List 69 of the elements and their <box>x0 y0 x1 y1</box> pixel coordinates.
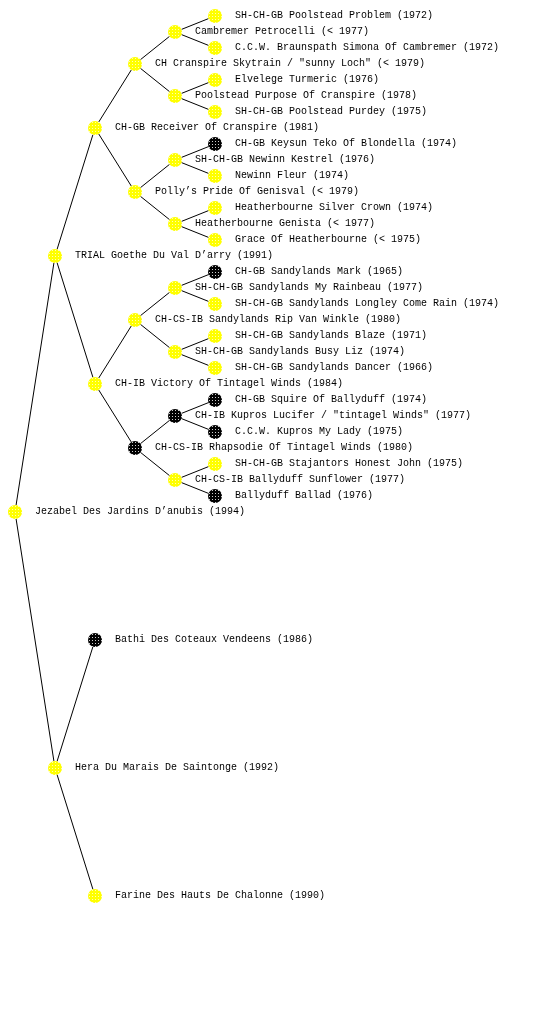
connector-line <box>98 69 132 123</box>
connector-line <box>181 34 209 46</box>
node-label: SH-CH-GB Sandylands Busy Liz (1974) <box>195 346 406 358</box>
node-label: C.C.W. Braunspath Simona Of Cambremer (1972) <box>235 42 500 54</box>
node-label: CH-GB Keysun Teko Of Blondella (1974) <box>235 138 458 150</box>
node-label: CH-CS-IB Sandylands Rip Van Winkle (1980) <box>155 314 402 326</box>
node-label: Ballyduff Ballad (1976) <box>235 490 374 502</box>
connector-line <box>139 35 171 61</box>
node-label: CH Cranspire Skytrain / "sunny Loch" (< 1979) <box>155 58 426 70</box>
connector-line <box>181 482 209 494</box>
connector-line <box>181 210 209 222</box>
node-label: Farine Des Hauts De Chalonne (1990) <box>115 890 326 902</box>
node-label: Cambremer Petrocelli (< 1977) <box>195 26 370 38</box>
connector-line <box>181 226 209 238</box>
node-label: Heatherbourne Silver Crown (1974) <box>235 202 434 214</box>
connector-line <box>139 419 171 445</box>
connector-line <box>139 195 171 221</box>
connector-line <box>56 262 94 378</box>
node-label: SH-CH-GB Sandylands My Rainbeau (1977) <box>195 282 424 294</box>
connector-line <box>56 774 94 890</box>
node-label: Hera Du Marais De Saintonge (1992) <box>75 762 280 774</box>
connector-line <box>56 646 94 762</box>
connector-line <box>98 133 132 187</box>
node-label: Jezabel Des Jardins D’anubis (1994) <box>35 506 246 518</box>
node-label: CH-GB Receiver Of Cranspire (1981) <box>115 122 320 134</box>
connector-line <box>139 451 171 477</box>
connector-line <box>181 418 209 430</box>
connector-line <box>181 146 209 158</box>
node-label: Poolstead Purpose Of Cranspire (1978) <box>195 90 418 102</box>
node-label: CH-CS-IB Ballyduff Sunflower (1977) <box>195 474 406 486</box>
node-label: CH-CS-IB Rhapsodie Of Tintagel Winds (1980) <box>155 442 414 454</box>
node-label: CH-GB Squire Of Ballyduff (1974) <box>235 394 428 406</box>
node-label: SH-CH-GB Sandylands Longley Come Rain (1974) <box>235 298 500 310</box>
connector-line <box>181 354 209 366</box>
node-label: SH-CH-GB Newinn Kestrel (1976) <box>195 154 376 166</box>
connector-line <box>98 325 132 379</box>
connector-line <box>139 67 171 93</box>
node-label: TRIAL Goethe Du Val D’arry (1991) <box>75 250 274 262</box>
connector-line <box>139 163 171 189</box>
connector-line <box>15 262 55 506</box>
node-label: Bathi Des Coteaux Vendeens (1986) <box>115 634 314 646</box>
connector-line <box>181 82 209 94</box>
node-label: Newinn Fleur (1974) <box>235 170 350 182</box>
node-label: Polly’s Pride Of Genisval (< 1979) <box>155 186 360 198</box>
node-label: SH-CH-GB Stajantors Honest John (1975) <box>235 458 464 470</box>
connector-line <box>181 18 209 30</box>
node-label: CH-IB Kupros Lucifer / "tintagel Winds" (1977) <box>195 410 472 422</box>
node-label: Grace Of Heatherbourne (< 1975) <box>235 234 422 246</box>
connector-line <box>98 389 132 443</box>
connector-line <box>181 466 209 478</box>
node-label: Elvelege Turmeric (1976) <box>235 74 380 86</box>
connector-line <box>181 162 209 174</box>
node-label: SH-CH-GB Poolstead Problem (1972) <box>235 10 434 22</box>
connector-line <box>181 98 209 110</box>
node-label: CH-IB Victory Of Tintagel Winds (1984) <box>115 378 344 390</box>
connector-line <box>181 274 209 286</box>
node-label: SH-CH-GB Sandylands Blaze (1971) <box>235 330 428 342</box>
connector-line <box>181 338 209 350</box>
node-label: SH-CH-GB Sandylands Dancer (1966) <box>235 362 434 374</box>
node-label: CH-GB Sandylands Mark (1965) <box>235 266 404 278</box>
node-label: SH-CH-GB Poolstead Purdey (1975) <box>235 106 428 118</box>
connector-line <box>15 518 55 762</box>
connector-line <box>139 291 171 317</box>
connector-line <box>181 402 209 414</box>
connector-line <box>56 134 94 250</box>
connector-line <box>139 323 171 349</box>
node-label: Heatherbourne Genista (< 1977) <box>195 218 376 230</box>
connector-line <box>181 290 209 302</box>
node-label: C.C.W. Kupros My Lady (1975) <box>235 426 404 438</box>
